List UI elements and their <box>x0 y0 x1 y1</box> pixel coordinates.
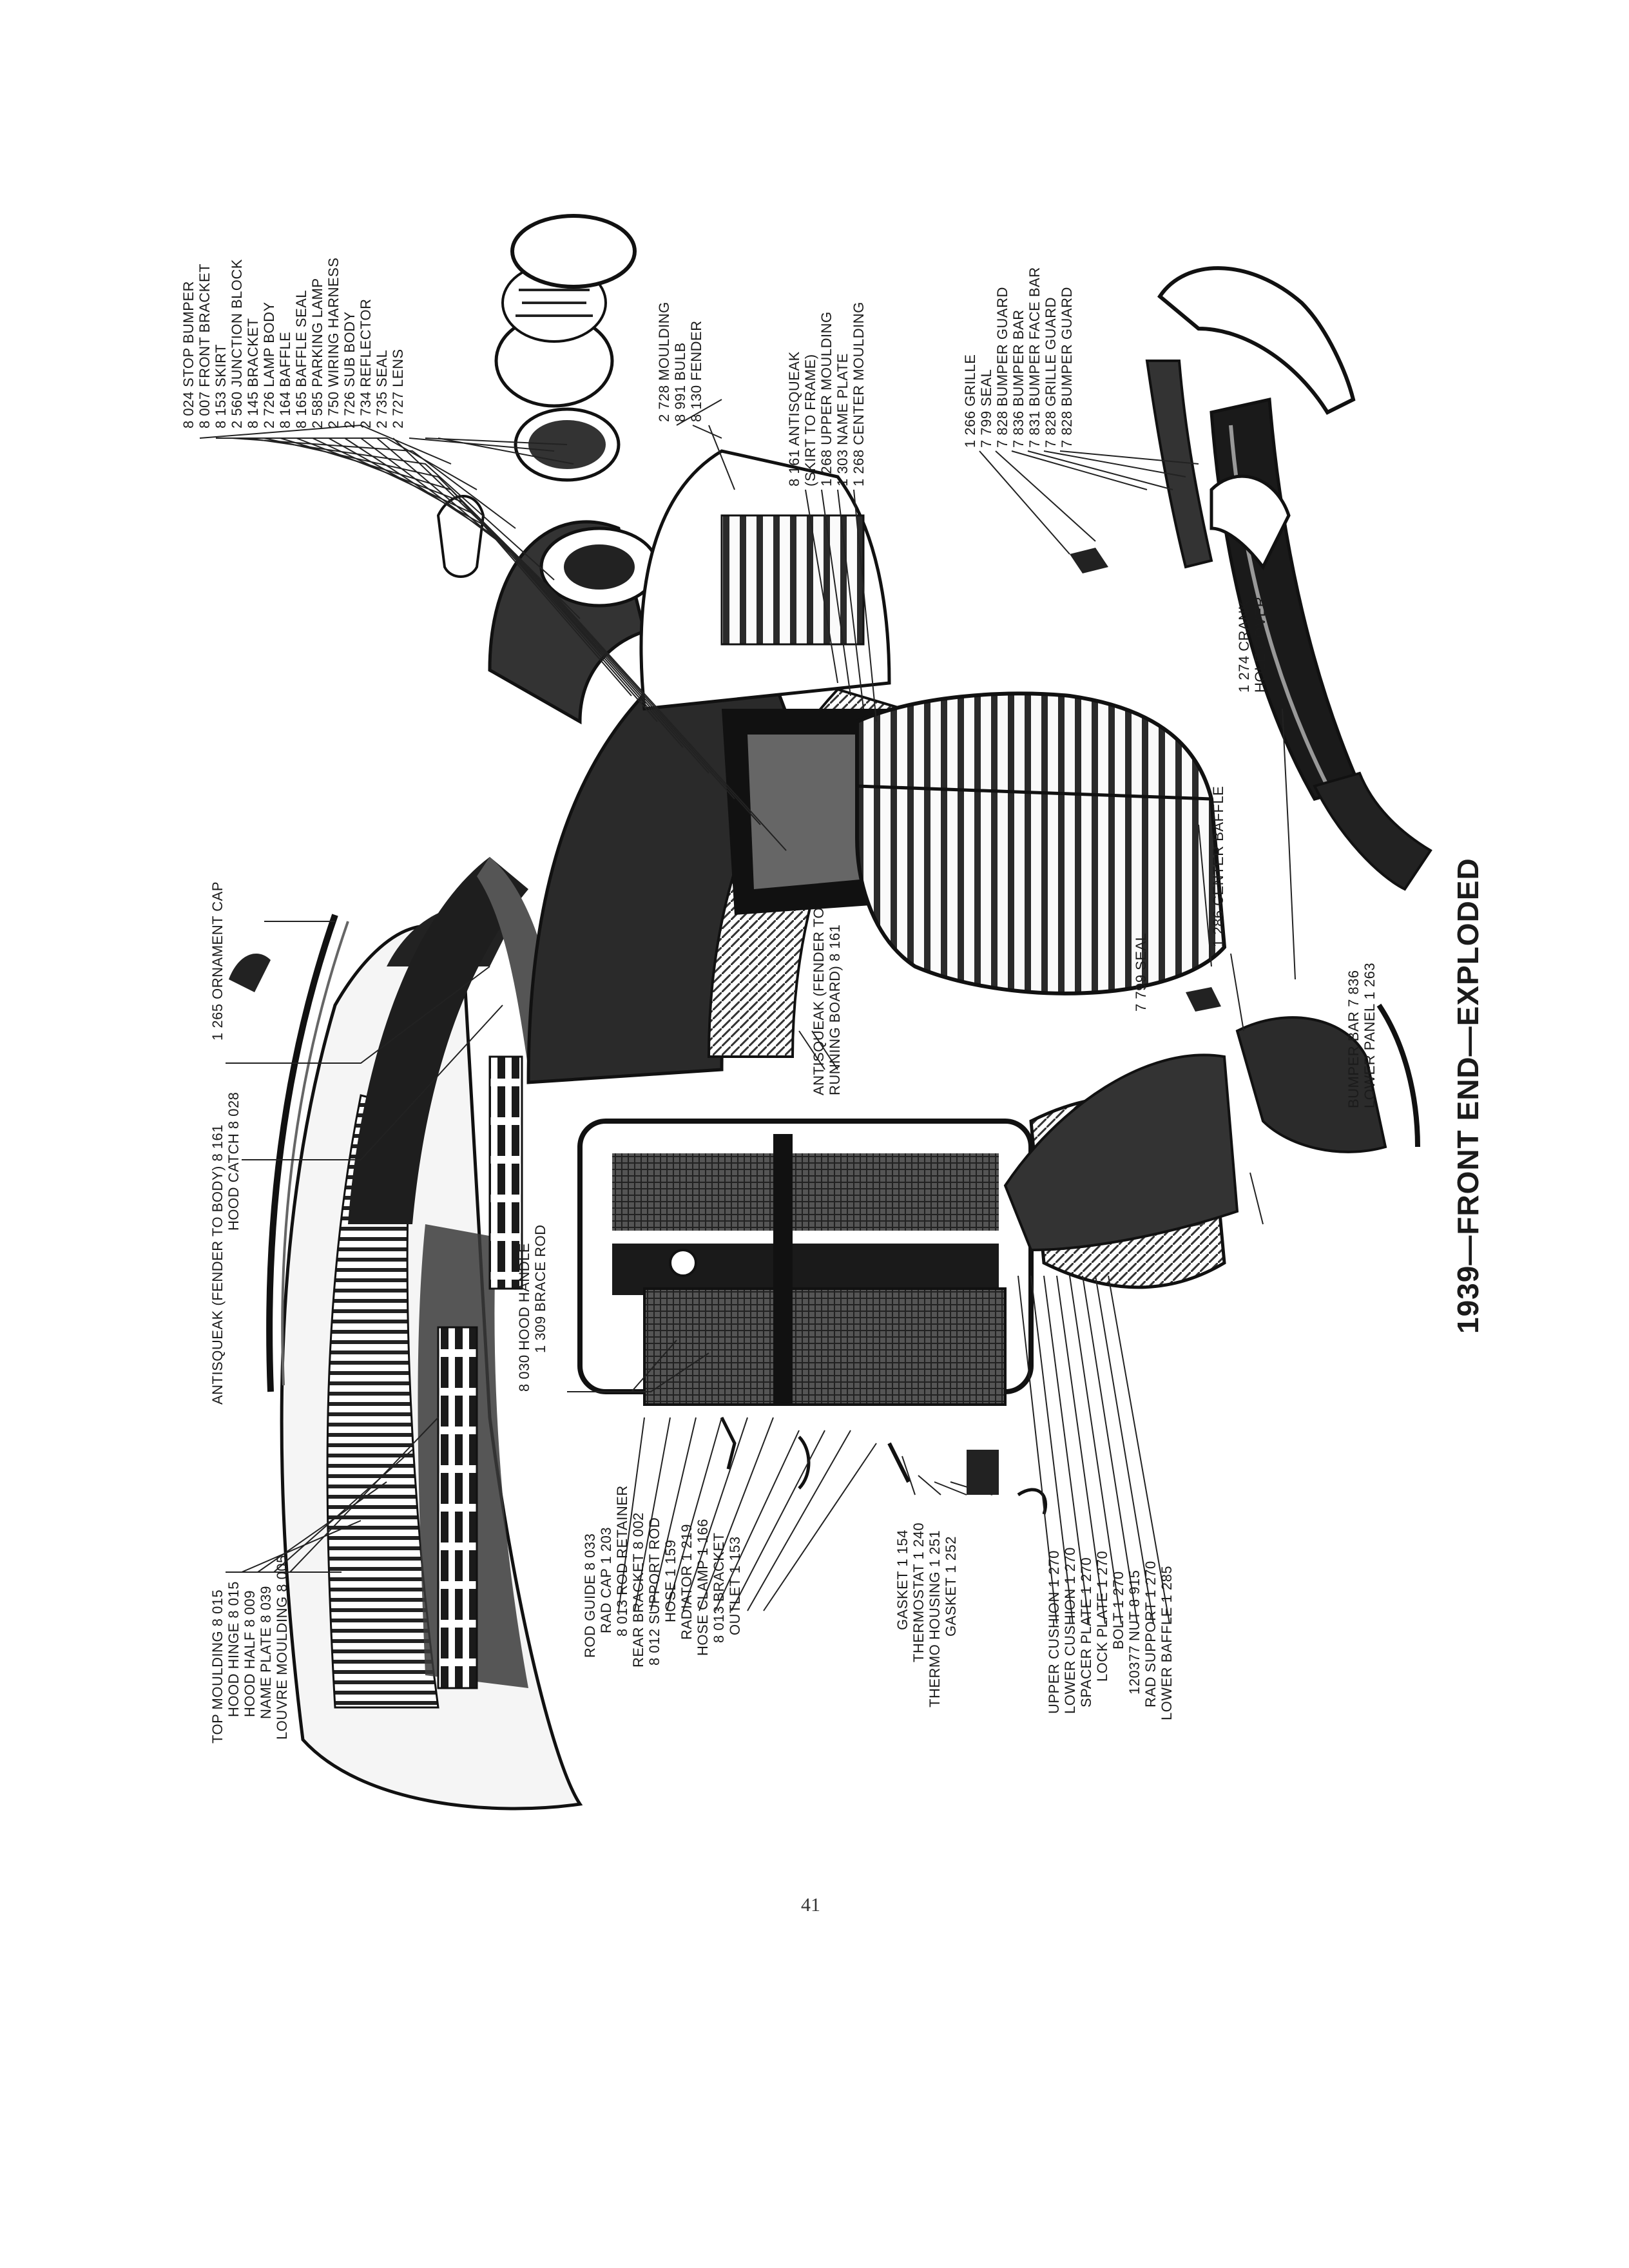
label-rad-support: RAD SUPPORT 1 270 <box>1142 1561 1159 1707</box>
radiator <box>577 1119 1034 1406</box>
label-bulb: 8 991 BULB <box>672 342 688 422</box>
label-skirt: 8 153 SKIRT <box>213 343 229 428</box>
label-crank-2: HOLE COVER <box>1252 596 1268 693</box>
label-rear-bracket: REAR BRACKET 8 002 <box>630 1512 646 1667</box>
label-center-moulding: 1 268 CENTER MOULDING <box>851 302 867 486</box>
label-seal-7799: 7 799 SEAL <box>1133 932 1149 1012</box>
label-hood-handle: 8 030 HOOD HANDLE <box>516 1242 532 1392</box>
grille <box>855 691 1227 995</box>
label-lower-cushion: LOWER CUSHION 1 270 <box>1062 1547 1078 1714</box>
label-antisqueak-skirt-1: 8 161 ANTISQUEAK <box>786 351 802 486</box>
label-lower-baffle: LOWER BAFFLE 1 285 <box>1159 1565 1175 1720</box>
label-lock-plate: LOCK PLATE 1 270 <box>1094 1550 1110 1682</box>
label-name-plate-right: 1 303 NAME PLATE <box>834 353 851 486</box>
bumper-bar <box>1210 397 1362 801</box>
label-grille-guard: 7 828 GRILLE GUARD <box>1043 297 1059 448</box>
label-seal-2735: 2 735 SEAL <box>374 349 390 428</box>
label-junction-block: 2 560 JUNCTION BLOCK <box>229 258 245 428</box>
label-bracket-8013: 8 013 BRACKET <box>711 1532 727 1643</box>
label-antisqueak-running-board-2: RUNNING BOARD) 8 161 <box>827 924 843 1095</box>
label-seal-7799-right: 7 799 SEAL <box>978 369 994 448</box>
label-nut: 120377 NUT 8 915 <box>1126 1570 1142 1695</box>
label-baffle: 8 164 BAFFLE <box>277 331 293 428</box>
label-lens: 2 727 LENS <box>390 349 406 428</box>
small-parts-left <box>720 1416 1048 1515</box>
label-rod-guide: ROD GUIDE 8 033 <box>582 1533 598 1658</box>
label-sub-body: 2 726 SUB BODY <box>342 311 358 428</box>
label-stop-bumper: 8 024 STOP BUMPER <box>180 280 197 428</box>
label-radiator: RADIATOR 1 219 <box>679 1524 695 1640</box>
label-antisqueak-fender-body: ANTISQUEAK (FENDER TO BODY) 8 161 <box>209 1124 226 1405</box>
bumper-guard-top <box>1157 266 1356 415</box>
label-rad-cap: RAD CAP 1 203 <box>598 1526 614 1633</box>
label-crank-1: 1 274 CRANK <box>1236 600 1252 693</box>
bumper-end <box>1313 771 1432 891</box>
label-center-baffle: 1 286 CENTER BAFFLE <box>1210 785 1226 947</box>
label-rod-retainer: 8 013 ROD RETAINER <box>614 1485 630 1637</box>
label-thermostat: THERMOSTAT 1 240 <box>911 1522 927 1662</box>
label-baffle-seal: 8 165 BAFFLE SEAL <box>293 289 309 428</box>
label-gasket-2: GASKET 1 252 <box>943 1535 959 1637</box>
label-wiring-harness: 2 750 WIRING HARNESS <box>325 257 342 428</box>
page-number: 41 <box>801 1894 820 1916</box>
label-lower-panel: LOWER PANEL 1 263 <box>1362 962 1378 1108</box>
lower-panel <box>1235 1003 1420 1153</box>
label-hose-clamp: HOSE CLAMP 1 166 <box>695 1518 711 1656</box>
label-front-bracket: 8 007 FRONT BRACKET <box>197 263 213 428</box>
label-name-plate-left: NAME PLATE 8 039 <box>258 1586 274 1719</box>
ornament-cap <box>229 954 271 992</box>
hood-louvres <box>488 1055 523 1290</box>
label-hood-hinge: HOOD HINGE 8 015 <box>226 1581 242 1717</box>
label-bumper-guard-1: 7 828 BUMPER GUARD <box>994 287 1010 448</box>
label-ornament-cap: 1 265 ORNAMENT CAP <box>209 881 226 1041</box>
label-antisqueak-skirt-2: (SKIRT TO FRAME) <box>802 354 818 486</box>
skirt <box>639 449 891 711</box>
page-title: 1939—FRONT END—EXPLODED <box>1451 858 1485 1334</box>
label-bumper-bar-bottom: BUMPER BAR 7 836 <box>1345 970 1362 1108</box>
label-fender: 8 130 FENDER <box>688 320 704 422</box>
center-baffle <box>1003 1053 1239 1252</box>
label-lamp-body: 2 726 LAMP BODY <box>261 302 277 428</box>
label-support-rod: 8 012 SUPPORT ROD <box>646 1517 662 1666</box>
label-bracket-8145: 8 145 BRACKET <box>245 318 261 428</box>
label-outlet: OUTLET 1 153 <box>727 1536 743 1635</box>
label-reflector: 2 734 REFLECTOR <box>358 298 374 428</box>
label-top-moulding: TOP MOULDING 8 015 <box>209 1589 226 1744</box>
label-louvre-moulding: LOUVRE MOULDING 8 005 <box>274 1555 290 1740</box>
leader-lines <box>199 399 1296 1624</box>
seal-7799 <box>1186 987 1221 1012</box>
grille-guard <box>1145 360 1213 569</box>
label-upper-moulding: 1 268 UPPER MOULDING <box>818 311 834 486</box>
label-parking-lamp: 2 585 PARKING LAMP <box>309 278 325 428</box>
louvre-moulding <box>437 1326 478 1689</box>
label-bumper-guard-2: 7 828 BUMPER GUARD <box>1059 287 1075 448</box>
label-bumper-face-bar: 7 831 BUMPER FACE BAR <box>1027 267 1043 448</box>
label-hood-half: HOOD HALF 8 009 <box>242 1590 258 1717</box>
top-moulding <box>266 914 349 1392</box>
label-brace-rod: 1 309 BRACE ROD <box>532 1224 548 1353</box>
seal-right <box>1070 548 1108 573</box>
label-upper-cushion: UPPER CUSHION 1 270 <box>1046 1550 1062 1714</box>
label-bumper-bar-right: 7 836 BUMPER BAR <box>1010 309 1027 448</box>
lamp-lens-assembly <box>494 214 637 482</box>
label-hood-catch: HOOD CATCH 8 028 <box>226 1091 242 1231</box>
label-bolt: BOLT 1 270 <box>1110 1571 1126 1649</box>
label-spacer-plate: SPACER PLATE 1 270 <box>1078 1557 1094 1707</box>
label-hose: HOSE 1 159 <box>662 1539 679 1622</box>
bumper-guard-lower <box>1210 474 1291 570</box>
label-thermo-housing: THERMO HOUSING 1 251 <box>927 1530 943 1707</box>
label-antisqueak-running-board-1: ANTISQUEAK (FENDER TO <box>811 907 827 1095</box>
label-moulding-2728: 2 728 MOULDING <box>656 302 672 422</box>
label-grille: 1 266 GRILLE <box>962 354 978 448</box>
label-gasket-1: GASKET 1 154 <box>894 1529 911 1630</box>
